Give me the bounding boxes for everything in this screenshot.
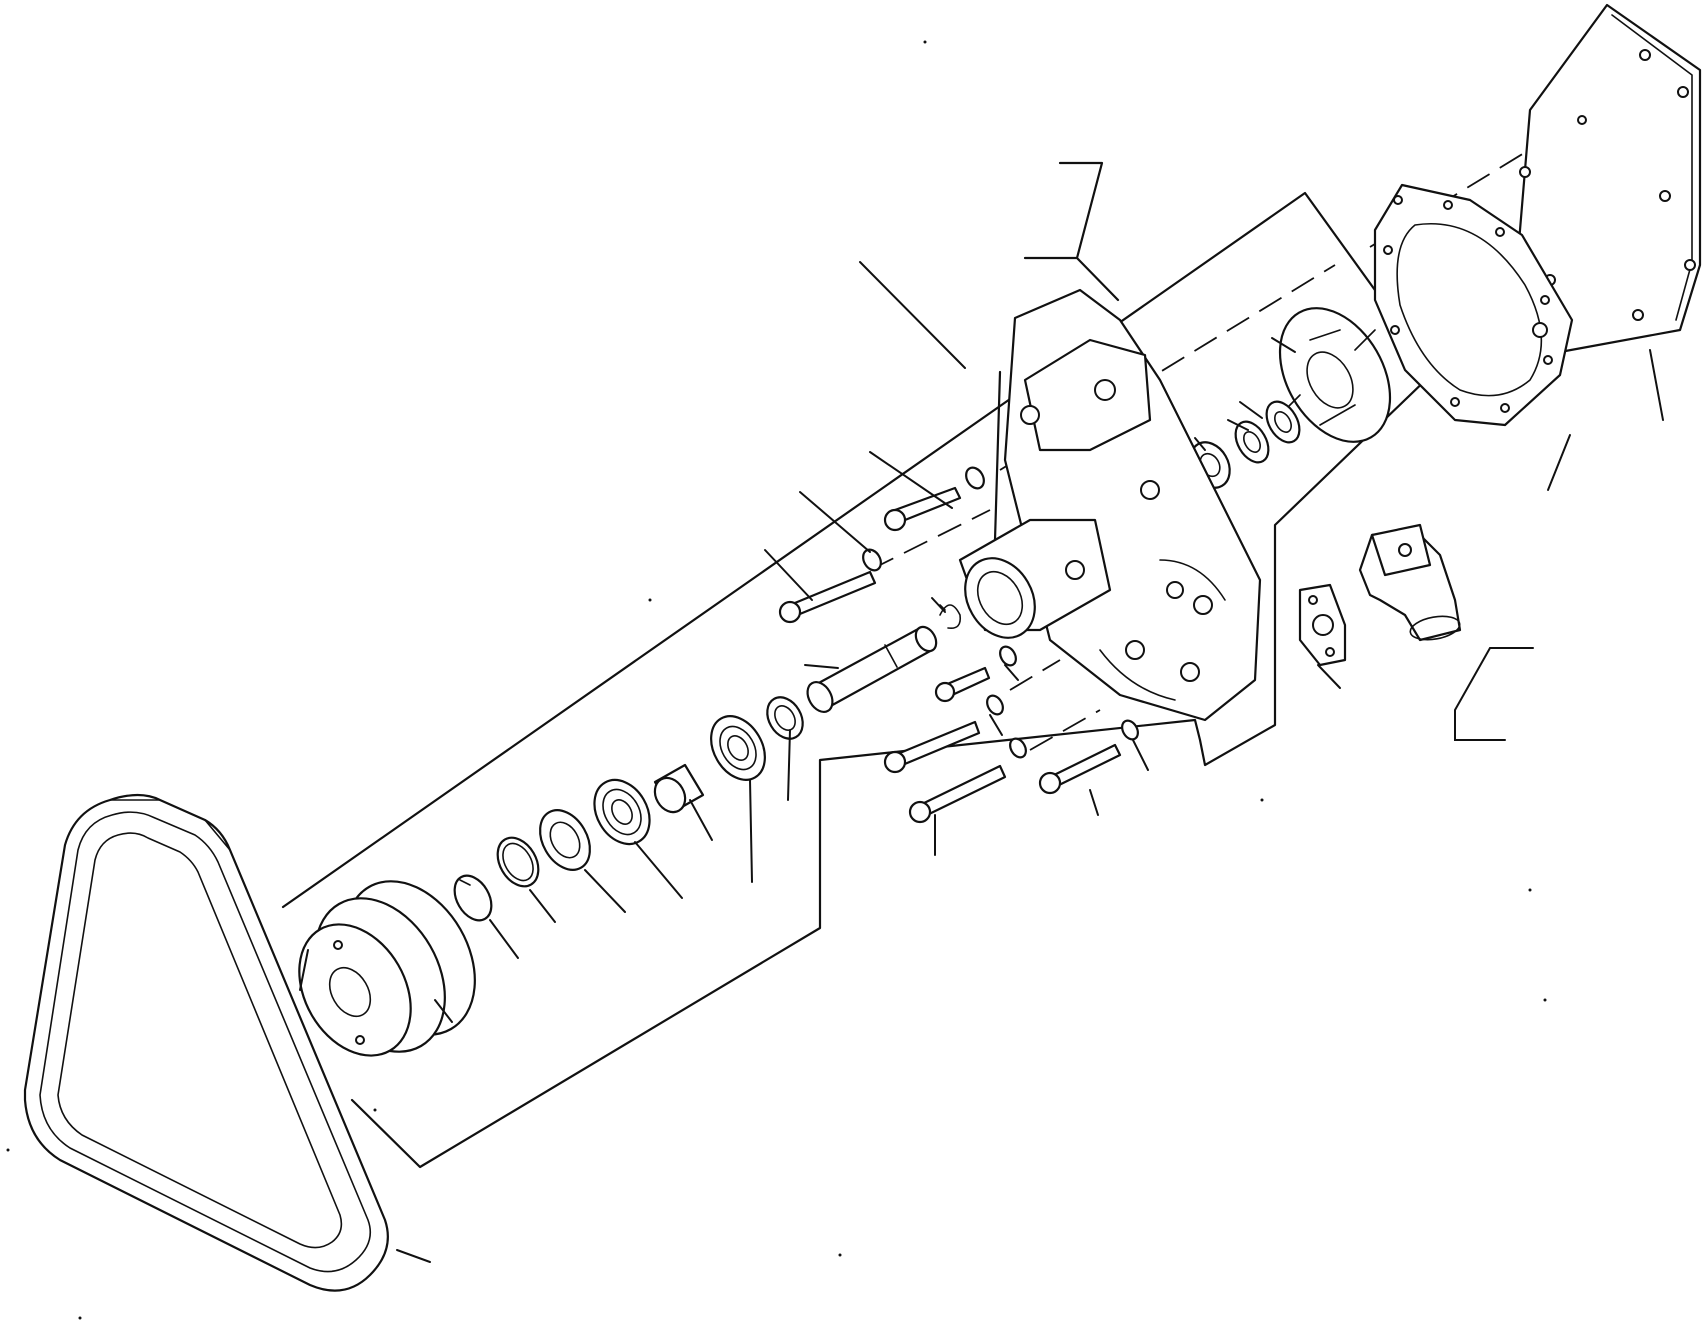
centerline-bolts-lower [1009, 659, 1101, 751]
centerline-main [999, 264, 1336, 471]
washer-upper-1 [965, 466, 985, 490]
snap-ring-2 [453, 874, 493, 922]
bolt-upper-2 [778, 570, 877, 624]
washer-lower-2 [986, 694, 1004, 716]
pump-housing [958, 288, 1262, 722]
seal-ring-2 [1234, 420, 1270, 464]
bolt-lower-1 [934, 666, 991, 703]
outlet-elbow [1358, 523, 1462, 642]
bolt-upper-1 [883, 486, 962, 532]
assembly-bracket-top [1023, 161, 1120, 302]
retaining-ring-shaft [939, 604, 962, 630]
gasket [1373, 183, 1574, 427]
bearing-rear [593, 778, 651, 846]
leader-lines [299, 261, 1664, 1263]
pulley [298, 880, 476, 1057]
washer-upper-2 [862, 548, 882, 572]
centerline-bolts-upper [869, 509, 991, 571]
oil-seal [539, 809, 591, 871]
bearing-front [710, 715, 766, 781]
washer-lower-3 [1009, 737, 1027, 759]
bolt-lower-2 [883, 720, 981, 774]
bolt-lower-3 [908, 764, 1007, 824]
pump-shaft [806, 625, 938, 714]
impeller [1278, 307, 1392, 443]
washer-lower-1 [999, 645, 1017, 667]
seal-ring-1 [1265, 400, 1301, 444]
assembly-frame-inner [993, 370, 1002, 542]
scan-specks [6, 40, 1547, 1320]
snap-ring-1 [496, 836, 540, 888]
bolt-lower-4 [1038, 743, 1122, 795]
v-belt [23, 793, 389, 1292]
shaft-washer [766, 696, 804, 740]
washer-lower-4 [1121, 719, 1139, 741]
elbow-gasket [1298, 583, 1347, 667]
